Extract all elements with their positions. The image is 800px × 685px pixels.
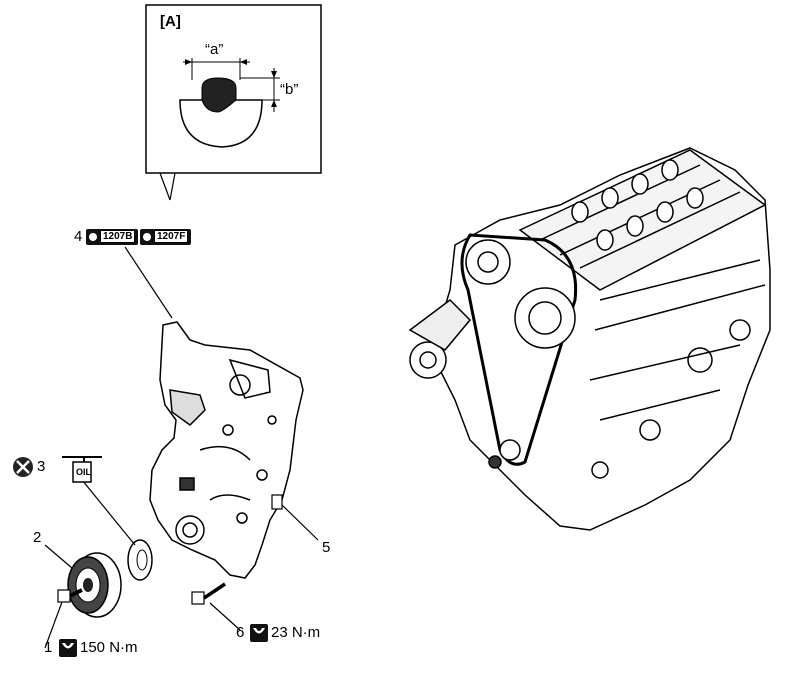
callout-6-number: 6 [236, 624, 245, 641]
crankshaft-pulley [44, 544, 122, 618]
sealant-1207b-label: 1207B [100, 230, 136, 243]
callout-1-number: 1 [44, 639, 53, 656]
pulley-bolt [44, 588, 83, 649]
oil-can-icon [62, 456, 102, 483]
oil-seal [77, 474, 153, 581]
callout-5-number: 5 [322, 539, 331, 556]
torque-wrench-icon [59, 639, 77, 657]
torque-6-value: 23 N·m [271, 624, 321, 641]
sealant-tube-1207b: 1207B [86, 229, 139, 245]
timing-chain-cover [149, 321, 304, 579]
engine-assembly [408, 147, 771, 531]
torque-wrench-icon [250, 624, 268, 642]
torque-1-value: 150 N·m [80, 639, 138, 656]
oil-label: OIL [76, 467, 91, 477]
cover-bolt [191, 582, 241, 631]
dimension-a-label: “a” [205, 41, 224, 58]
do-not-reuse-icon [13, 457, 33, 477]
sealant-bead-cross-section [179, 58, 280, 148]
detail-a-label: [A] [160, 13, 181, 30]
sealant-tube-1207f: 1207F [140, 229, 192, 245]
stud-bolt [271, 494, 319, 541]
dimension-b-label: “b” [280, 81, 299, 98]
callout-4-number: 4 [74, 228, 83, 245]
sealant-1207f-label: 1207F [154, 230, 189, 243]
callout-3-number: 3 [37, 458, 46, 475]
callout-2-number: 2 [33, 529, 42, 546]
